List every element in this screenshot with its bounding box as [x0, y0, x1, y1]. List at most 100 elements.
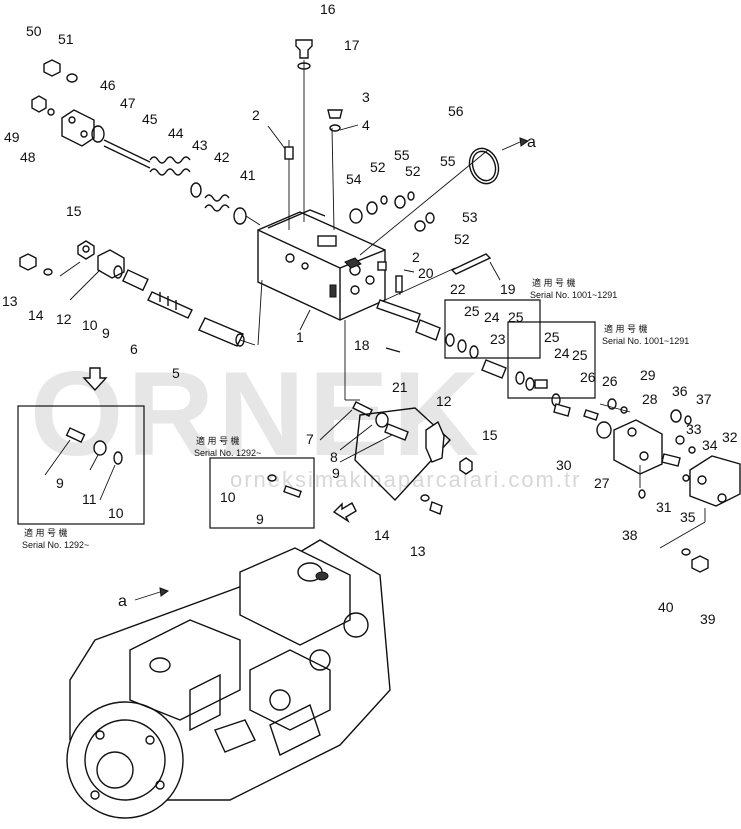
label-30: 30: [556, 457, 572, 473]
valve-body: [257, 209, 386, 321]
top-plugs: [284, 39, 343, 160]
label-a-bottom: a: [118, 593, 127, 610]
inset-middle: [209, 457, 315, 529]
label-53: 53: [462, 209, 478, 225]
note-serial-1292-a: Serial No. 1292~: [194, 448, 261, 458]
label-50: 50: [26, 23, 42, 39]
label-27: 27: [594, 475, 610, 491]
label-33: 33: [686, 421, 702, 437]
label-14-center: 14: [374, 527, 390, 543]
label-52c: 52: [454, 231, 470, 247]
note-serial-1001-a: Serial No. 1001~1291: [530, 290, 617, 300]
label-56: 56: [448, 103, 464, 119]
label-49: 49: [4, 129, 20, 145]
label-52b: 52: [405, 163, 421, 179]
label-25b: 25: [508, 309, 524, 325]
label-29: 29: [640, 367, 656, 383]
label-10-inset2: 10: [220, 489, 236, 505]
label-15-top: 15: [66, 203, 82, 219]
label-22: 22: [450, 281, 466, 297]
label-9-center: 9: [332, 465, 340, 481]
label-43: 43: [192, 137, 208, 153]
label-2-right: 2: [412, 249, 420, 265]
label-34: 34: [702, 437, 718, 453]
label-28: 28: [642, 391, 658, 407]
label-4: 4: [362, 117, 370, 133]
label-24b: 24: [554, 345, 570, 361]
note-serial-1001-b: Serial No. 1001~1291: [602, 336, 689, 346]
label-35: 35: [680, 509, 696, 525]
label-12-center: 12: [436, 393, 452, 409]
label-7: 7: [306, 431, 314, 447]
pump-assembly: [66, 539, 391, 819]
label-55b: 55: [440, 153, 456, 169]
inset-left: [17, 367, 145, 525]
label-17: 17: [344, 37, 360, 53]
label-15-center: 15: [482, 427, 498, 443]
note-jp-3: 適 用 号 機: [196, 435, 240, 446]
label-21: 21: [392, 379, 408, 395]
label-40: 40: [658, 599, 674, 615]
label-42: 42: [214, 149, 230, 165]
label-6: 6: [130, 341, 138, 357]
upper-left-parts: [31, 59, 261, 226]
label-24a: 24: [484, 309, 500, 325]
small-seals: [349, 137, 530, 232]
label-10-inset: 10: [108, 505, 124, 521]
serial-notes: 適 用 号 機 Serial No. 1001~1291 適 用 号 機 Ser…: [22, 277, 689, 550]
note-jp-1: 適 用 号 機: [532, 277, 576, 288]
label-51: 51: [58, 31, 74, 47]
label-5: 5: [172, 365, 180, 381]
label-32: 32: [722, 429, 738, 445]
label-11: 11: [82, 491, 97, 507]
label-10-left: 10: [82, 317, 98, 333]
label-38: 38: [622, 527, 638, 543]
label-25d: 25: [572, 347, 588, 363]
label-13-left: 13: [2, 293, 18, 309]
part-number-labels: 16 17 3 4 2 50 51 46 47 49 48 45 44 43 4…: [2, 1, 738, 627]
label-25c: 25: [544, 329, 560, 345]
label-47: 47: [120, 95, 136, 111]
label-46: 46: [100, 77, 116, 93]
note-jp-4: 適 用 号 機: [24, 527, 68, 538]
label-25a: 25: [464, 303, 480, 319]
left-middle-parts: [19, 240, 245, 347]
label-36: 36: [672, 383, 688, 399]
label-31: 31: [656, 499, 672, 515]
label-54: 54: [346, 171, 362, 187]
label-48: 48: [20, 149, 36, 165]
label-1: 1: [296, 329, 304, 345]
label-37: 37: [696, 391, 712, 407]
note-jp-2: 適 用 号 機: [604, 323, 648, 334]
label-26b: 26: [602, 373, 618, 389]
center-lower-parts: [319, 401, 473, 523]
label-9-inset2: 9: [256, 511, 264, 527]
label-12-left: 12: [56, 311, 72, 327]
label-26a: 26: [580, 369, 596, 385]
label-8: 8: [330, 449, 338, 465]
label-41: 41: [240, 167, 256, 183]
label-9-inset: 9: [56, 475, 64, 491]
watermark: ORNEK orneksimakinaparcalari.com.tr: [30, 347, 579, 492]
label-9-left: 9: [102, 325, 110, 341]
label-45: 45: [142, 111, 158, 127]
label-52a: 52: [370, 159, 386, 175]
label-19: 19: [500, 281, 516, 297]
watermark-brand: ORNEK: [30, 347, 483, 481]
label-20: 20: [418, 265, 434, 281]
label-16: 16: [320, 1, 336, 17]
label-13-center: 13: [410, 543, 426, 559]
label-a-top: a: [527, 134, 536, 151]
label-14-left: 14: [28, 307, 44, 323]
label-55a: 55: [394, 147, 410, 163]
note-serial-1292-b: Serial No. 1292~: [22, 540, 89, 550]
label-23: 23: [490, 331, 506, 347]
label-3: 3: [362, 89, 370, 105]
label-39: 39: [700, 611, 716, 627]
right-parts: [376, 253, 741, 573]
label-18: 18: [354, 337, 370, 353]
label-44: 44: [168, 125, 184, 141]
label-2-top: 2: [252, 107, 260, 123]
